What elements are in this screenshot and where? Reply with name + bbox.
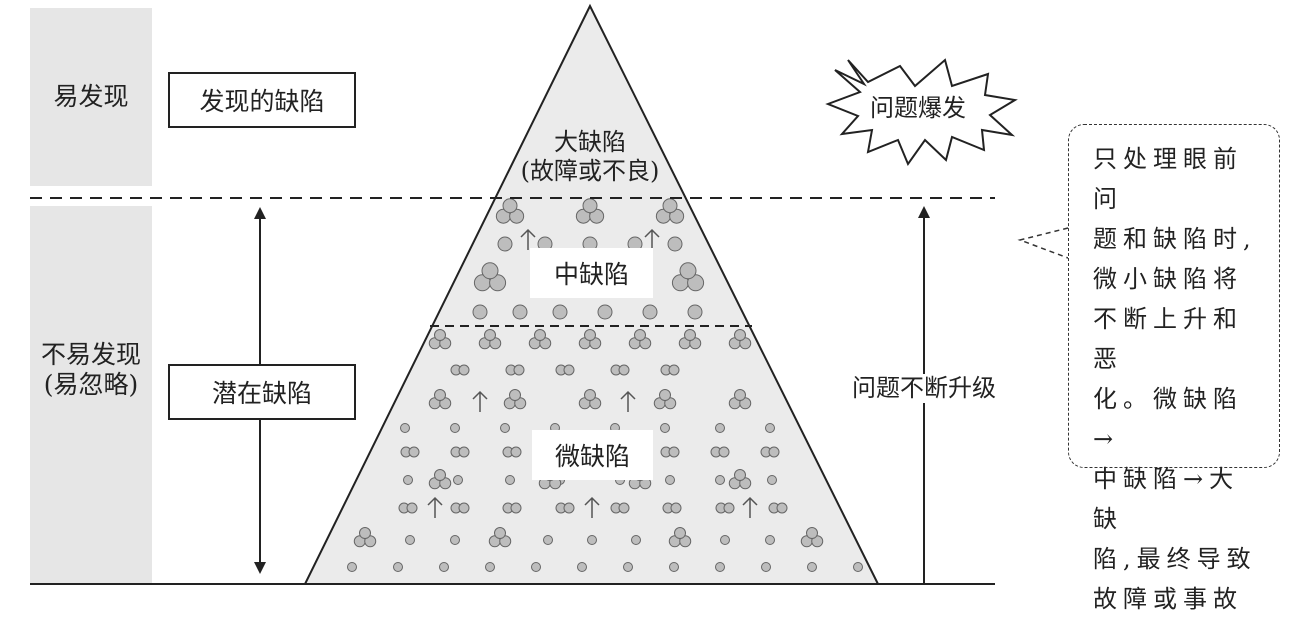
- micro-defect-label: 微缺陷: [532, 430, 653, 480]
- hard-to-find-label: 不易发现 (易忽略): [40, 340, 141, 399]
- medium-defect-label: 中缺陷: [530, 248, 653, 298]
- easy-panel: [30, 8, 152, 186]
- found-defects-box: 发现的缺陷: [168, 72, 356, 128]
- defect-circles: [347, 198, 863, 572]
- escalation-label: 问题不断升级: [832, 374, 1016, 403]
- latent-defects-box: 潜在缺陷: [168, 364, 356, 420]
- burst-shape: [825, 58, 1018, 167]
- problem-burst-label: 问题爆发: [870, 94, 966, 122]
- easy-to-find-label: 易发现: [53, 82, 129, 111]
- major-defect-label: 大缺陷 (故障或不良): [520, 128, 660, 185]
- hard-panel: [30, 206, 152, 584]
- explanation-note: 只处理眼前问 题和缺陷时, 微小缺陷将 不断上升和恶 化。微缺陷→ 中缺陷→大缺…: [1068, 124, 1280, 613]
- note-pointer: [1017, 227, 1069, 259]
